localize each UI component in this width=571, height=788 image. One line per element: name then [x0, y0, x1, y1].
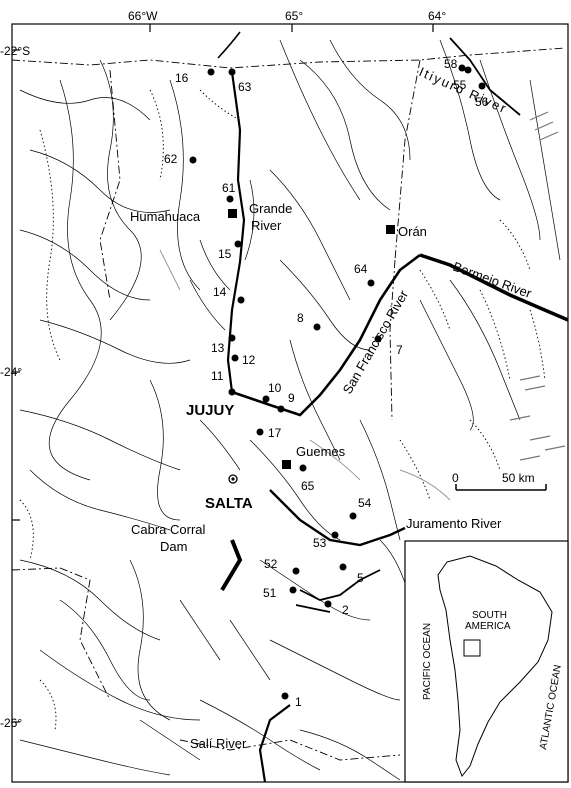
grande-river-label-2: River — [251, 218, 282, 233]
scale-bar: 0 50 km — [452, 471, 547, 491]
site-label: 12 — [242, 353, 256, 367]
scale-fifty-label: 50 km — [502, 471, 535, 485]
site-label: 52 — [264, 557, 278, 571]
coordinate-labels: 66°W 65° 64° -22°S -24° -26° — [0, 9, 446, 730]
salta-marker — [228, 474, 238, 484]
site-dots — [189, 64, 486, 700]
oran-marker — [386, 225, 395, 234]
site-label: 13 — [211, 341, 225, 355]
cabra-corral-label-1: Cabra Corral — [131, 522, 206, 537]
scale-zero-label: 0 — [452, 471, 459, 485]
lon-66-label: 66°W — [128, 9, 158, 23]
site-label: 15 — [218, 247, 232, 261]
juramento-river-label: Juramento River — [406, 516, 502, 531]
site-label: 5 — [357, 571, 364, 585]
jujuy-label: JUJUY — [186, 402, 234, 419]
lon-65-label: 65° — [285, 9, 303, 23]
grey-streams — [159, 249, 451, 501]
humahuaca-marker — [228, 209, 237, 218]
boundaries — [11, 47, 566, 761]
wetland-hatching — [509, 111, 566, 461]
map-frame — [11, 23, 569, 783]
site-label: 65 — [301, 479, 315, 493]
seasonal-streams — [19, 89, 546, 731]
lat-22-label: -22°S — [0, 44, 30, 58]
lat-24-label: -24° — [0, 365, 22, 379]
site-label: 64 — [354, 262, 368, 276]
itiyuro-river-label: Itiyuro River — [417, 64, 510, 116]
city-labels: Humahuaca Orán Guemes — [130, 209, 427, 459]
pacific-ocean-label: PACIFIC OCEAN — [422, 623, 433, 700]
main-rivers — [217, 31, 569, 783]
san-francisco-river-label: San Francisco River — [340, 287, 412, 396]
site-label: 16 — [175, 71, 189, 85]
site-label: 51 — [263, 586, 277, 600]
oran-label: Orán — [398, 224, 427, 239]
grande-river-label-1: Grande — [249, 201, 292, 216]
graticule-ticks — [12, 24, 434, 723]
study-area-box — [463, 639, 481, 657]
site-label: 61 — [222, 181, 236, 195]
guemes-marker — [282, 460, 291, 469]
site-label: 14 — [213, 285, 227, 299]
site-label: 55 — [453, 78, 467, 92]
site-label: 53 — [313, 536, 327, 550]
site-label: 1 — [295, 695, 302, 709]
lon-64-label: 64° — [428, 9, 446, 23]
inset-map: SOUTH AMERICA PACIFIC OCEAN ATLANTIC OCE… — [404, 540, 569, 783]
site-label: 7 — [396, 343, 403, 357]
site-label: 56 — [475, 95, 489, 109]
inset-south-label: SOUTH — [472, 610, 507, 621]
site-labels: 1 2 5 7 8 9 10 11 12 13 14 15 16 17 51 5… — [164, 57, 489, 709]
site-label: 62 — [164, 152, 178, 166]
site-label: 54 — [358, 496, 372, 510]
guemes-label: Guemes — [296, 444, 346, 459]
lat-26-label: -26° — [0, 716, 22, 730]
city-markers — [228, 209, 395, 469]
site-label: 58 — [444, 57, 458, 71]
sali-river-label: Salí River — [190, 736, 247, 751]
cabra-corral-label-2: Dam — [160, 539, 187, 554]
site-label: 11 — [211, 369, 224, 383]
salta-label: SALTA — [205, 495, 253, 512]
inset-america-label: AMERICA — [465, 621, 511, 632]
south-america-outline — [437, 555, 553, 777]
site-label: 8 — [297, 311, 304, 325]
humahuaca-label: Humahuaca — [130, 209, 201, 224]
site-label: 10 — [268, 381, 282, 395]
site-label: 63 — [238, 80, 252, 94]
bermejo-river-label: Bermejo River — [451, 259, 534, 301]
site-label: 9 — [288, 391, 295, 405]
site-label: 17 — [268, 426, 282, 440]
site-label: 2 — [342, 603, 349, 617]
